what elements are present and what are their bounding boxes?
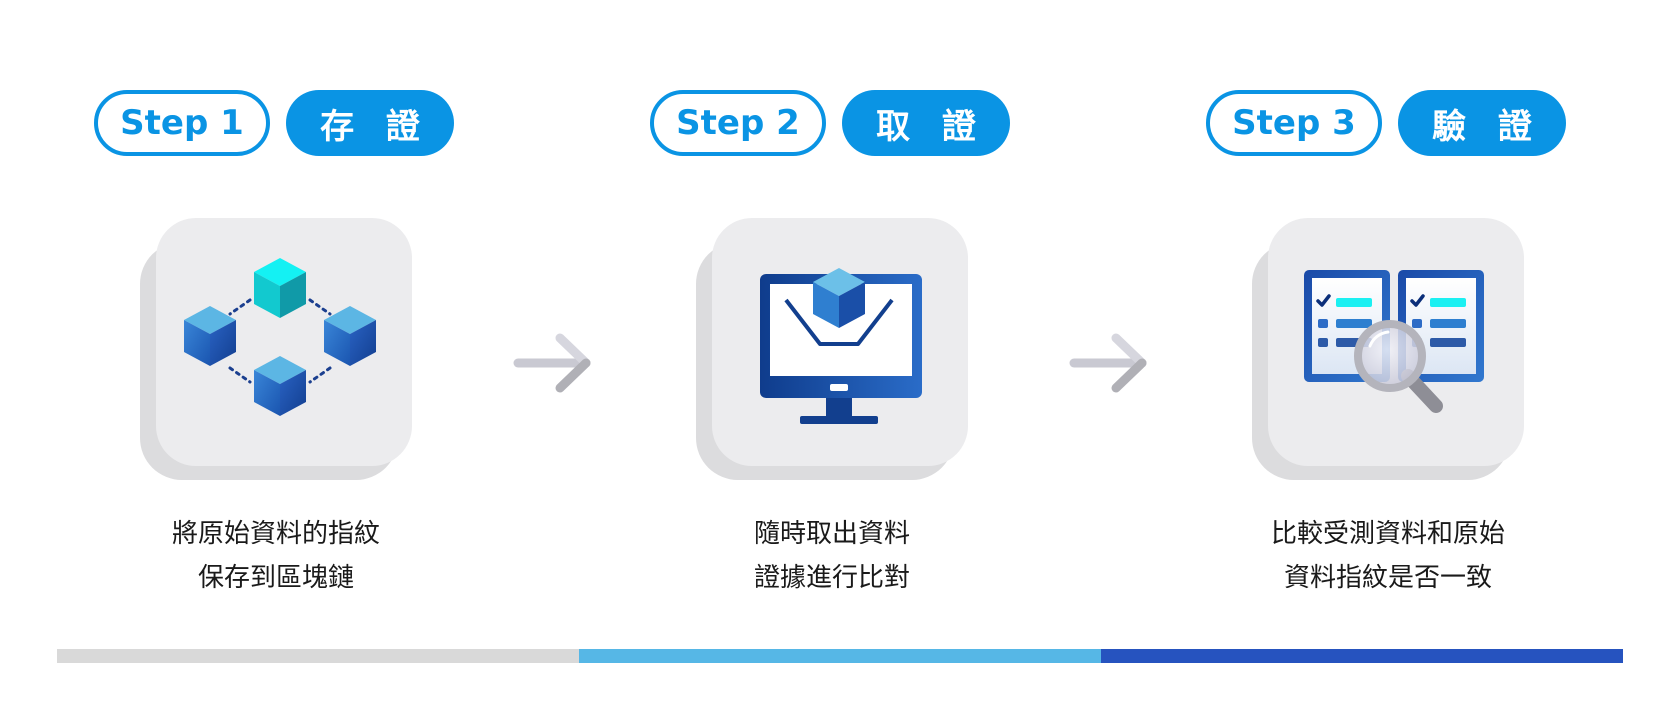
document-search-icon bbox=[1304, 270, 1484, 413]
step-3-label: Step 3 bbox=[1206, 90, 1382, 156]
progress-segment-3 bbox=[1101, 649, 1623, 663]
step-2-card bbox=[696, 218, 968, 480]
step-2-caption-line-1: 隨時取出資料 bbox=[753, 519, 910, 549]
step-3-caption-line-2: 資料指紋是否一致 bbox=[1283, 563, 1492, 593]
step-3-card bbox=[1252, 218, 1524, 480]
blockchain-icon bbox=[184, 258, 376, 416]
step-2-action-badge: 取 證 bbox=[842, 90, 1010, 156]
progress-segment-2 bbox=[579, 649, 1101, 663]
step-1-card bbox=[140, 218, 412, 480]
arrow-right-icon bbox=[1069, 333, 1147, 393]
step-1-label: Step 1 bbox=[94, 90, 270, 156]
step-3-caption-line-1: 比較受測資料和原始 bbox=[1270, 519, 1505, 549]
step-1-caption: 將原始資料的指紋 保存到區塊鏈 bbox=[96, 512, 456, 600]
step-2-caption: 隨時取出資料 證據進行比對 bbox=[652, 512, 1012, 600]
step-1-action-badge: 存 證 bbox=[286, 90, 454, 156]
monitor-icon bbox=[760, 268, 922, 424]
step-3-action-badge: 驗 證 bbox=[1398, 90, 1566, 156]
step-2-caption-line-2: 證據進行比對 bbox=[753, 563, 910, 593]
arrow-right-icon bbox=[513, 333, 591, 393]
step-2-label: Step 2 bbox=[650, 90, 826, 156]
step-1-caption-line-1: 將原始資料的指紋 bbox=[171, 519, 380, 549]
step-3-caption: 比較受測資料和原始 資料指紋是否一致 bbox=[1208, 512, 1568, 600]
progress-segment-1 bbox=[57, 649, 579, 663]
step-1-caption-line-2: 保存到區塊鏈 bbox=[197, 563, 354, 593]
